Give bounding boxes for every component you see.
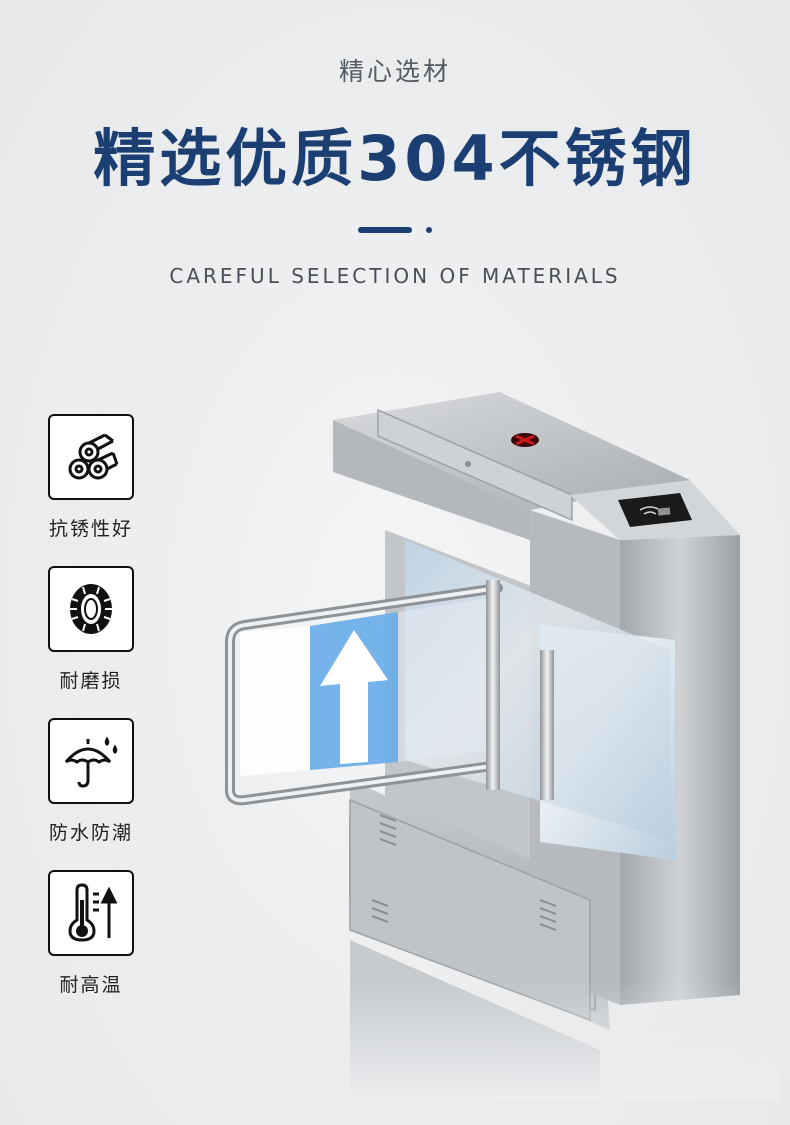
feature-label: 耐高温 xyxy=(59,974,123,996)
section-eyebrow: 精心选材 xyxy=(338,57,451,86)
section-subtitle: CAREFUL SELECTION OF MATERIALS xyxy=(169,264,621,288)
thermometer-icon xyxy=(68,883,118,942)
feature-heat-resistance: 耐高温 xyxy=(48,870,134,997)
title-divider-bar xyxy=(358,227,412,233)
feature-label: 防水防潮 xyxy=(48,822,133,844)
steel-pipes-icon xyxy=(68,433,119,480)
feature-label: 耐磨损 xyxy=(59,670,123,692)
umbrella-rain-icon xyxy=(64,736,118,788)
feature-icon-box xyxy=(48,414,134,500)
feature-rust-resistance: 抗锈性好 xyxy=(48,414,134,541)
feature-wear-resistance: 耐磨损 xyxy=(48,566,134,693)
feature-waterproof: 防水防潮 xyxy=(48,718,134,845)
feature-icon-box xyxy=(48,566,134,652)
tire-icon xyxy=(70,584,112,634)
feature-icon-box xyxy=(48,870,134,956)
page-title: 精选优质304不锈钢 xyxy=(93,122,697,195)
turnstile-product-image xyxy=(200,392,780,1100)
title-divider-dot xyxy=(426,227,432,233)
feature-label: 抗锈性好 xyxy=(48,518,133,540)
feature-icon-box xyxy=(48,718,134,804)
